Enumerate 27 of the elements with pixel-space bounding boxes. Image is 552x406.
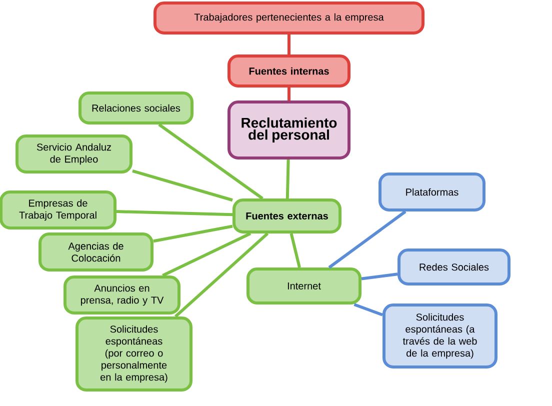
topic-box: Plataformas [378,172,486,212]
central-topic-box: Reclutamiento del personal [228,100,350,160]
connector-line [354,303,384,316]
topic-box: Fuentes externas [232,198,342,234]
connector-line [361,272,398,280]
connector-line [288,34,290,54]
topic-box: Solicitudes espontáneas (a través de la web de la empresa) [382,304,498,368]
topic-box: Redes Sociales [398,248,510,286]
topic-box: Relaciones sociales [78,92,194,124]
topic-box: Agencias de Colocación [38,232,154,272]
topic-box: Servicio Andaluz de Empleo [16,134,132,174]
topic-box: Fuentes internas [228,54,350,88]
topic-box: Trabajadores pertenecientes a la empresa [154,2,424,34]
connector-line [290,233,301,268]
topic-box: Solicitudes espontáneas (por correo o personalmente en la empresa) [76,316,192,392]
topic-box: Anuncios en prensa, radio y TV [64,276,180,314]
connector-line [153,224,233,243]
topic-box: Empresas de Trabajo Temporal [0,190,116,230]
topic-box: Internet [246,268,362,304]
connector-line [286,159,290,199]
connector-line [174,232,269,318]
connector-line [288,88,290,100]
connector-line [132,170,233,202]
connector-line [158,123,264,200]
connector-line [162,232,252,277]
connector-line [116,210,233,216]
connector-line [328,210,406,269]
